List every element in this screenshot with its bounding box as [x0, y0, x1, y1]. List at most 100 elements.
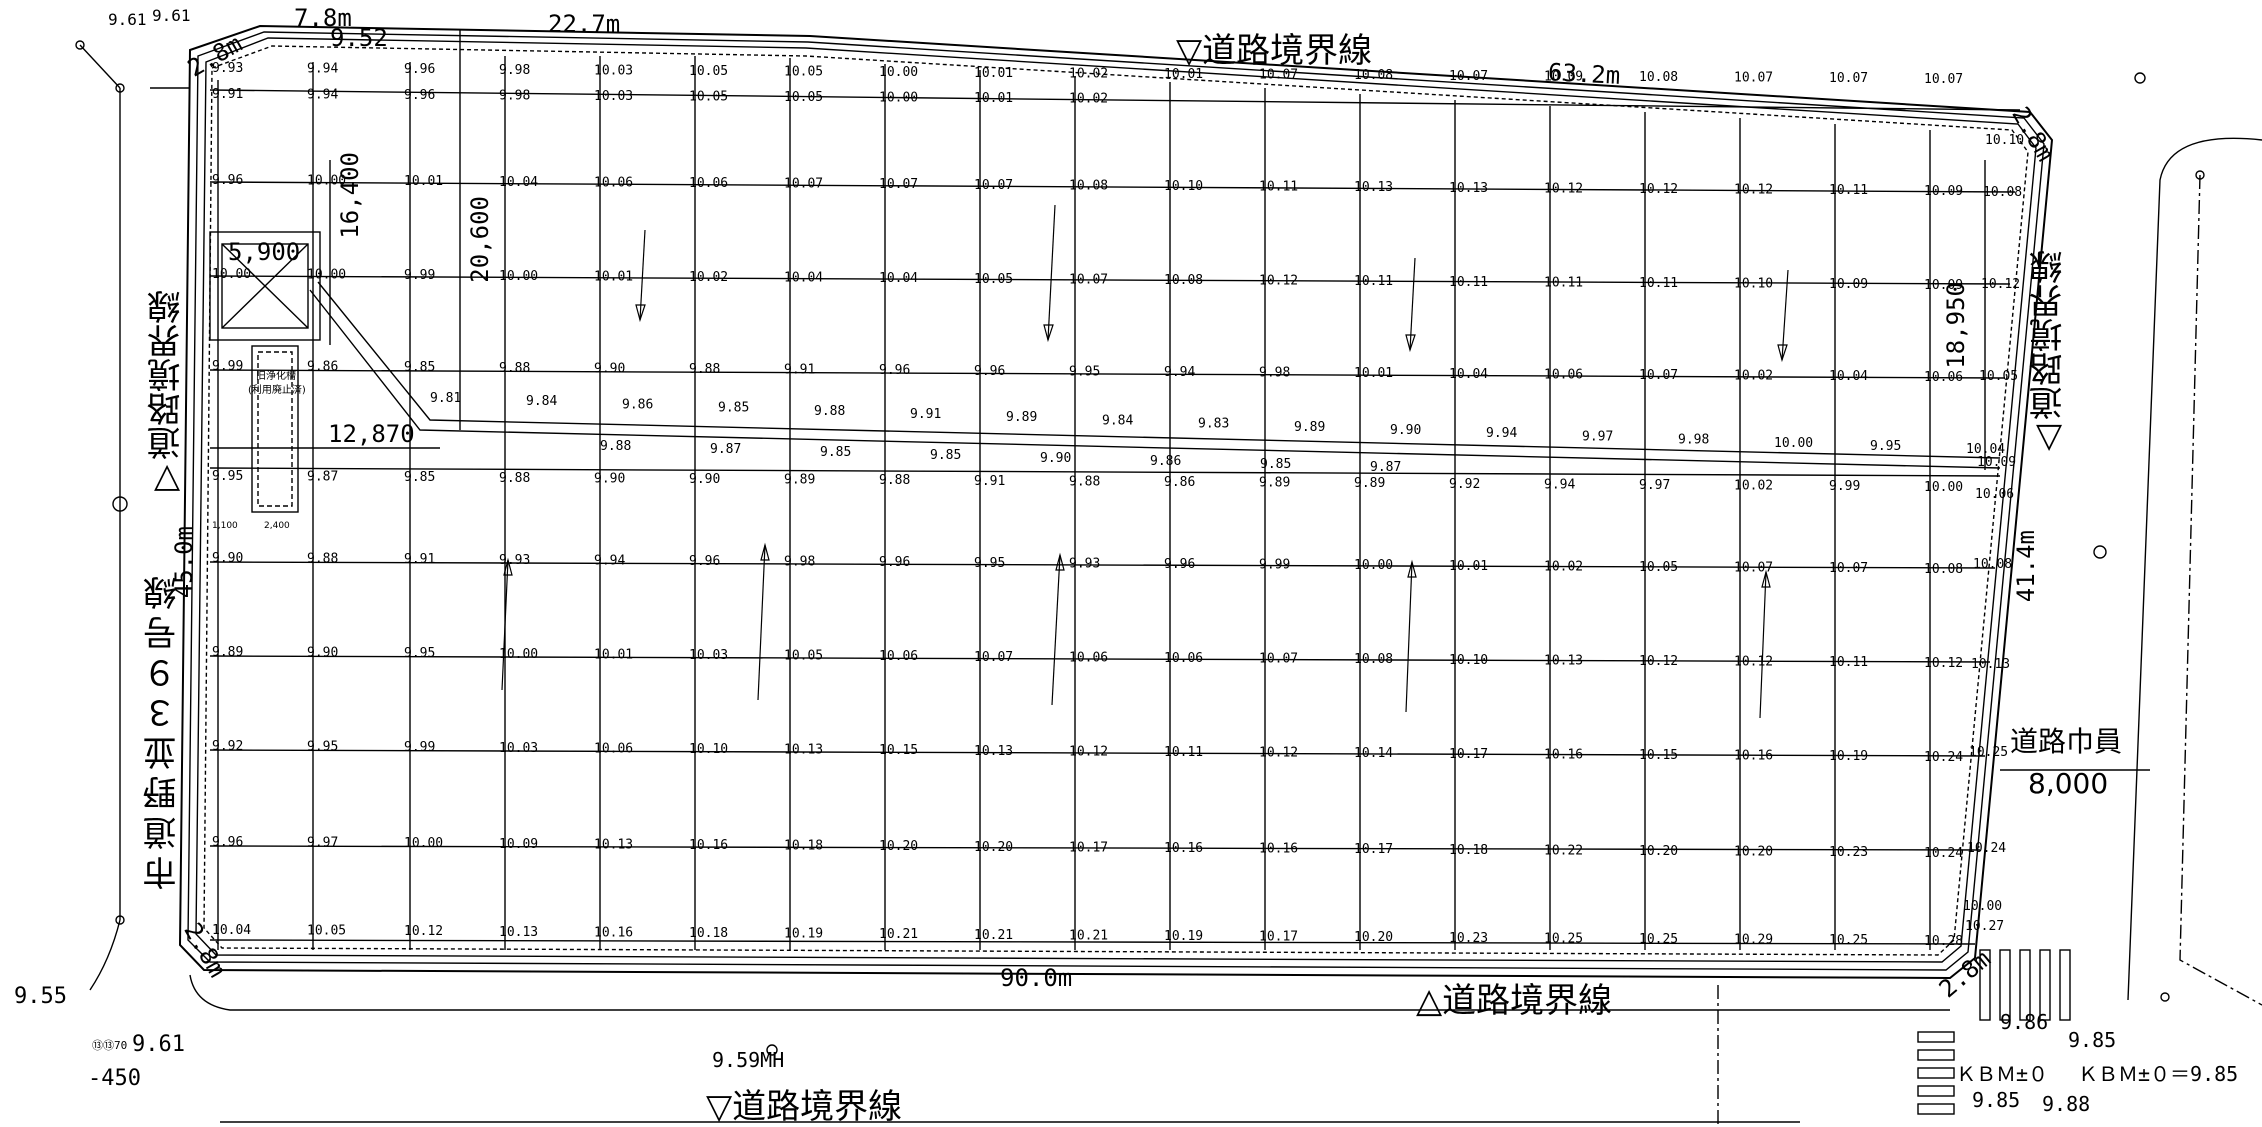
grid-elevation-label: 9.91	[404, 552, 435, 567]
diag-band-elevation-label: 9.97	[1582, 429, 1613, 444]
diag-band-elevation-label: 9.94	[1486, 426, 1517, 441]
grid-elevation-label: 10.02	[1544, 559, 1583, 574]
grid-elevation-label: 10.07	[974, 178, 1013, 193]
diag-band-elevation-label: 9.89	[1006, 410, 1037, 425]
grid-elevation-label: 10.10	[689, 742, 728, 757]
grid-elevation-label: 9.88	[689, 362, 720, 377]
septic-note: (利用廃止済)	[248, 385, 306, 396]
grid-elevation-label: 9.86	[1164, 475, 1195, 490]
slope-arrows	[501, 204, 1789, 719]
diag-band-elevation-label: 9.85	[718, 401, 749, 416]
diag-band-elevation-label: 9.85	[930, 448, 961, 463]
survey-point-5	[2160, 992, 2170, 1002]
site-boundary-inner2	[195, 37, 2037, 963]
grid-elevation-label: 10.16	[1259, 842, 1298, 857]
grid-elevation-label: 10.01	[1164, 67, 1203, 82]
kbm-right-label: ＫＢＭ±０＝9.85	[2078, 1062, 2239, 1086]
grid-elevation-label: 10.15	[879, 743, 918, 758]
grid-elevation-label: 10.11	[1544, 275, 1583, 290]
grid-elevation-label: 10.00	[307, 268, 346, 283]
grid-elevation-label: 10.05	[1639, 560, 1678, 575]
spot-mh: 9.59MH	[712, 1048, 785, 1072]
grid-elevation-label: 10.00	[1924, 480, 1963, 495]
right-edge-elevation-label: 10.00	[1963, 899, 2002, 914]
grid-elevation-label: 9.96	[974, 364, 1005, 379]
grid-elevation-label: 9.86	[307, 360, 338, 375]
manhole-symbol-bottom	[766, 1044, 778, 1056]
grid-elevation-label: 10.21	[879, 927, 918, 942]
grid-elevation-label: 9.87	[307, 470, 338, 485]
grid-elevation-label: 10.05	[689, 64, 728, 79]
old-septic-inner	[257, 351, 293, 507]
road-boundary-right-label: △道路境界線	[2029, 250, 2069, 460]
grid-elevation-label: 10.17	[1449, 747, 1488, 762]
grid-elevation-label: 9.96	[404, 62, 435, 77]
grid-elevation-label: 10.11	[1829, 183, 1868, 198]
grid-elevation-label: 10.17	[1354, 842, 1393, 857]
grid-elevation-label: 9.88	[1069, 474, 1100, 489]
grid-elevation-label: 10.07	[1829, 71, 1868, 86]
right-edge-elevation-label: 10.09	[1977, 455, 2016, 470]
grid-elevation-label: 9.91	[784, 363, 815, 378]
grid-elevation-label: 9.88	[499, 471, 530, 486]
grid-elevation-label: 10.03	[689, 648, 728, 663]
grid-elevation-label: 10.10	[1164, 179, 1203, 194]
grid-elevation-label: 10.12	[1924, 656, 1963, 671]
grid-elevation-label: 10.07	[1924, 72, 1963, 87]
dim-top-seg4: 63.2m	[1547, 58, 1621, 90]
grid-elevation-label: 9.89	[784, 473, 815, 488]
spot-bottom-left-small: ⑬⑬70	[92, 1039, 128, 1052]
grid-elevation-label: 10.02	[1734, 369, 1773, 384]
grid-elevation-label: 10.01	[594, 269, 633, 284]
grid-elevation-label: 10.10	[1449, 653, 1488, 668]
grid-horizontals	[209, 89, 2021, 945]
diag-band-elevation-label: 9.86	[1150, 454, 1181, 469]
grid-elevation-label: 9.89	[1259, 476, 1290, 491]
survey-point-4	[2195, 170, 2205, 180]
grid-elevation-label: 10.25	[1829, 933, 1868, 948]
dim-left: 45.0m	[170, 526, 198, 599]
grid-elevation-label: 9.90	[594, 361, 625, 376]
grid-elevation-label: 10.00	[1354, 558, 1393, 573]
dim-16400: 16,400	[336, 152, 364, 239]
grid-elevation-label: 10.05	[307, 924, 346, 939]
grid-elevation-label: 9.94	[307, 88, 338, 103]
diag-band-elevation-label: 9.90	[1390, 423, 1421, 438]
diag-band-elevation-label: 9.87	[1370, 460, 1401, 475]
diag-band-elevation-label: 9.85	[820, 445, 851, 460]
grid-elevation-label: 10.01	[1354, 366, 1393, 381]
grid-elevation-label: 10.07	[1449, 69, 1488, 84]
grid-elevation-label: 9.99	[404, 740, 435, 755]
grid-elevation-label: 10.07	[1639, 368, 1678, 383]
crosswalk-stripes	[1917, 949, 2071, 1115]
grid-elevation-label: 10.23	[1449, 931, 1488, 946]
site-boundary-inner1	[187, 31, 2045, 971]
diag-band-elevation-label: 9.98	[1678, 433, 1709, 448]
right-edge-elevation-label: 10.24	[1967, 841, 2006, 856]
grid-elevation-label: 10.07	[1259, 68, 1298, 83]
grid-elevation-label: 9.85	[404, 360, 435, 375]
grid-elevation-label: 9.95	[404, 646, 435, 661]
grid-elevation-label: 10.04	[879, 271, 918, 286]
site-boundary-inner3	[203, 45, 2029, 956]
grid-elevation-label: 9.88	[879, 473, 910, 488]
grid-elevation-label: 9.93	[499, 553, 530, 568]
grid-elevation-label: 10.07	[1829, 561, 1868, 576]
grid-elevation-label: 10.12	[1069, 744, 1108, 759]
grid-elevation-label: 10.24	[1924, 750, 1963, 765]
grid-elevation-label: 9.94	[1544, 477, 1575, 492]
spot-bottom-left-neg450: -450	[88, 1066, 141, 1091]
grid-elevation-label: 9.94	[307, 62, 338, 77]
grid-elevation-label: 10.09	[1829, 277, 1868, 292]
dim-top-seg1: 7.8m	[294, 4, 352, 32]
septic-title: 旧浄化槽	[256, 371, 296, 382]
grid-elevation-label: 10.08	[1069, 178, 1108, 193]
road-width-value: 8,000	[2028, 767, 2109, 800]
diag-band-elevation-label: 9.90	[1040, 451, 1071, 466]
grid-elevation-label: 10.12	[1734, 183, 1773, 198]
grid-elevation-label: 10.00	[879, 91, 918, 106]
survey-point-2	[115, 83, 125, 93]
grid-elevation-label: 10.04	[1829, 369, 1868, 384]
grid-elevation-label: 10.20	[1354, 930, 1393, 945]
grid-elevation-label: 10.07	[1259, 652, 1298, 667]
